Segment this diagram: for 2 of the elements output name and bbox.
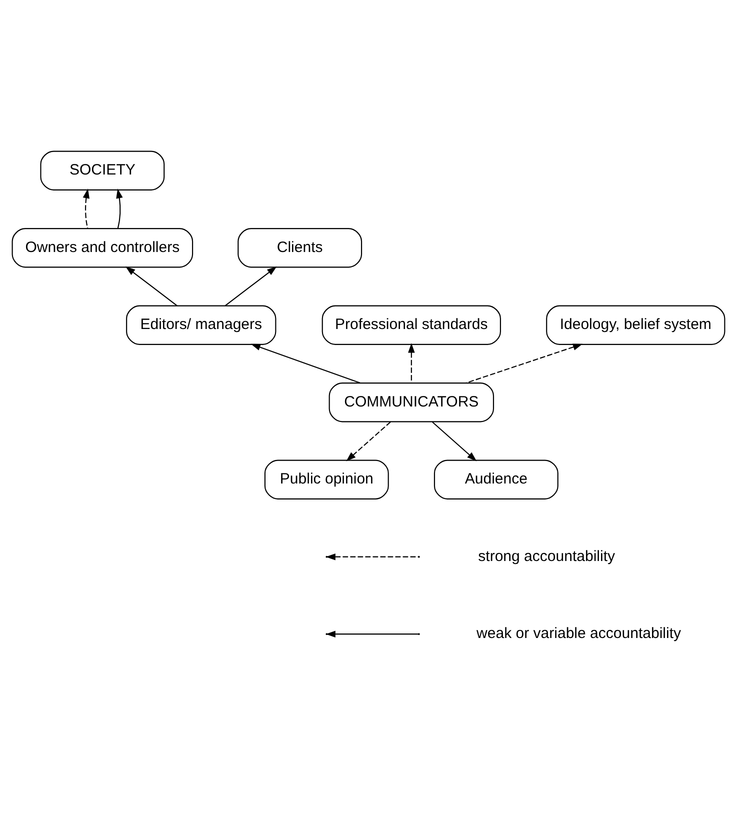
legend-label: weak or variable accountability (476, 624, 682, 642)
legend-label: strong accountability (478, 547, 616, 564)
